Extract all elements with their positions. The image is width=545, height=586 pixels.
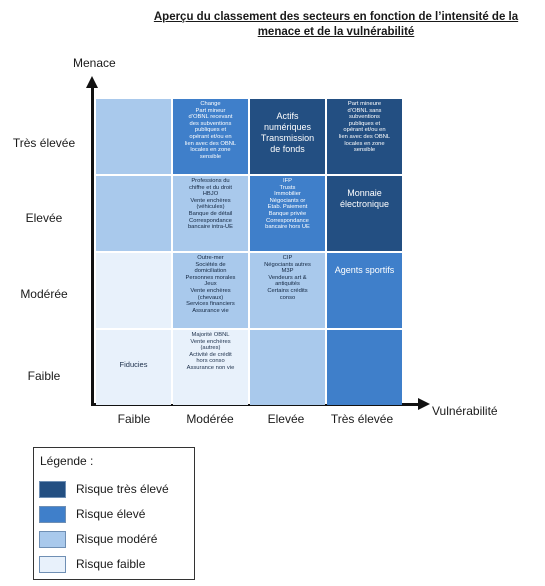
row-label-moderee: Modérée (20, 287, 68, 301)
legend-title: Légende : (40, 454, 94, 468)
y-axis-label: Menace (73, 56, 116, 70)
matrix-cell-text: Part mineure d’OBNL sans subventions pub… (338, 101, 391, 154)
matrix-cell (96, 99, 171, 174)
legend-swatch (39, 531, 66, 548)
matrix-cell: CIP Négociants autres M3P Vendeurs art &… (250, 253, 325, 328)
col-label-faible: Faible (117, 412, 151, 426)
matrix-cell-text: Actifs numériques Transmission de fonds (260, 111, 315, 154)
row-label-faible: Faible (27, 369, 61, 383)
matrix-cell (96, 176, 171, 251)
legend-item-moderate: Risque modéré (39, 531, 189, 549)
matrix-cell: Professions du chiffre et du droit HBJO … (173, 176, 248, 251)
page-title: Aperçu du classement des secteurs en fon… (153, 11, 519, 38)
matrix-cell: Agents sportifs (327, 253, 402, 328)
matrix-cell: Monnaie électronique (327, 176, 402, 251)
x-axis-arrow-icon (418, 398, 430, 410)
risk-matrix: Change Part mineur d’OBNL recevant des s… (96, 99, 402, 405)
legend-item-low: Risque faible (39, 556, 189, 574)
matrix-cell: Actifs numériques Transmission de fonds (250, 99, 325, 174)
col-label-moderee: Modérée (186, 412, 234, 426)
legend-swatch (39, 556, 66, 573)
matrix-cell-text: Professions du chiffre et du droit HBJO … (187, 178, 234, 231)
matrix-cell-text: Monnaie électronique (339, 188, 390, 209)
legend-swatch (39, 481, 66, 498)
legend-swatch (39, 506, 66, 523)
legend-label: Risque très élevé (76, 482, 169, 496)
legend-label: Risque faible (76, 557, 146, 571)
matrix-cell (327, 330, 402, 405)
matrix-cell-text: Outre-mer Sociétés de domiciliation Pers… (185, 255, 236, 314)
legend-item-high: Risque élevé (39, 506, 189, 524)
x-axis-label: Vulnérabilité (432, 404, 498, 418)
legend-item-very-high: Risque très élevé (39, 481, 189, 499)
matrix-cell: Majorité OBNL Vente enchères (autres) Ac… (173, 330, 248, 405)
matrix-cell-text: Change Part mineur d’OBNL recevant des s… (184, 101, 237, 160)
matrix-cell-text: IFP Trusts Immobilier Négociants or Etab… (265, 178, 310, 231)
matrix-cell-text: Fiducies (119, 360, 148, 369)
matrix-cell: IFP Trusts Immobilier Négociants or Etab… (250, 176, 325, 251)
y-axis-line (91, 86, 94, 404)
matrix-cell: Change Part mineur d’OBNL recevant des s… (173, 99, 248, 174)
matrix-cell-text: Agents sportifs (334, 265, 395, 275)
matrix-cell: Part mineure d’OBNL sans subventions pub… (327, 99, 402, 174)
row-label-tres-elevee: Très élevée (12, 136, 76, 150)
col-label-elevee: Elevée (267, 412, 305, 426)
legend-label: Risque élevé (76, 507, 146, 521)
matrix-cell (96, 253, 171, 328)
legend-label: Risque modéré (76, 532, 158, 546)
matrix-cell-text: Majorité OBNL Vente enchères (autres) Ac… (186, 332, 235, 371)
y-axis-arrow-icon (86, 76, 98, 88)
matrix-cell (250, 330, 325, 405)
row-label-elevee: Elevée (25, 211, 63, 225)
matrix-cell: Outre-mer Sociétés de domiciliation Pers… (173, 253, 248, 328)
legend: Légende : Risque très élevé Risque élevé… (33, 447, 195, 580)
matrix-cell: Fiducies (96, 330, 171, 405)
matrix-cell-text: CIP Négociants autres M3P Vendeurs art &… (264, 255, 311, 301)
col-label-tres-elevee: Très élevée (330, 412, 394, 426)
